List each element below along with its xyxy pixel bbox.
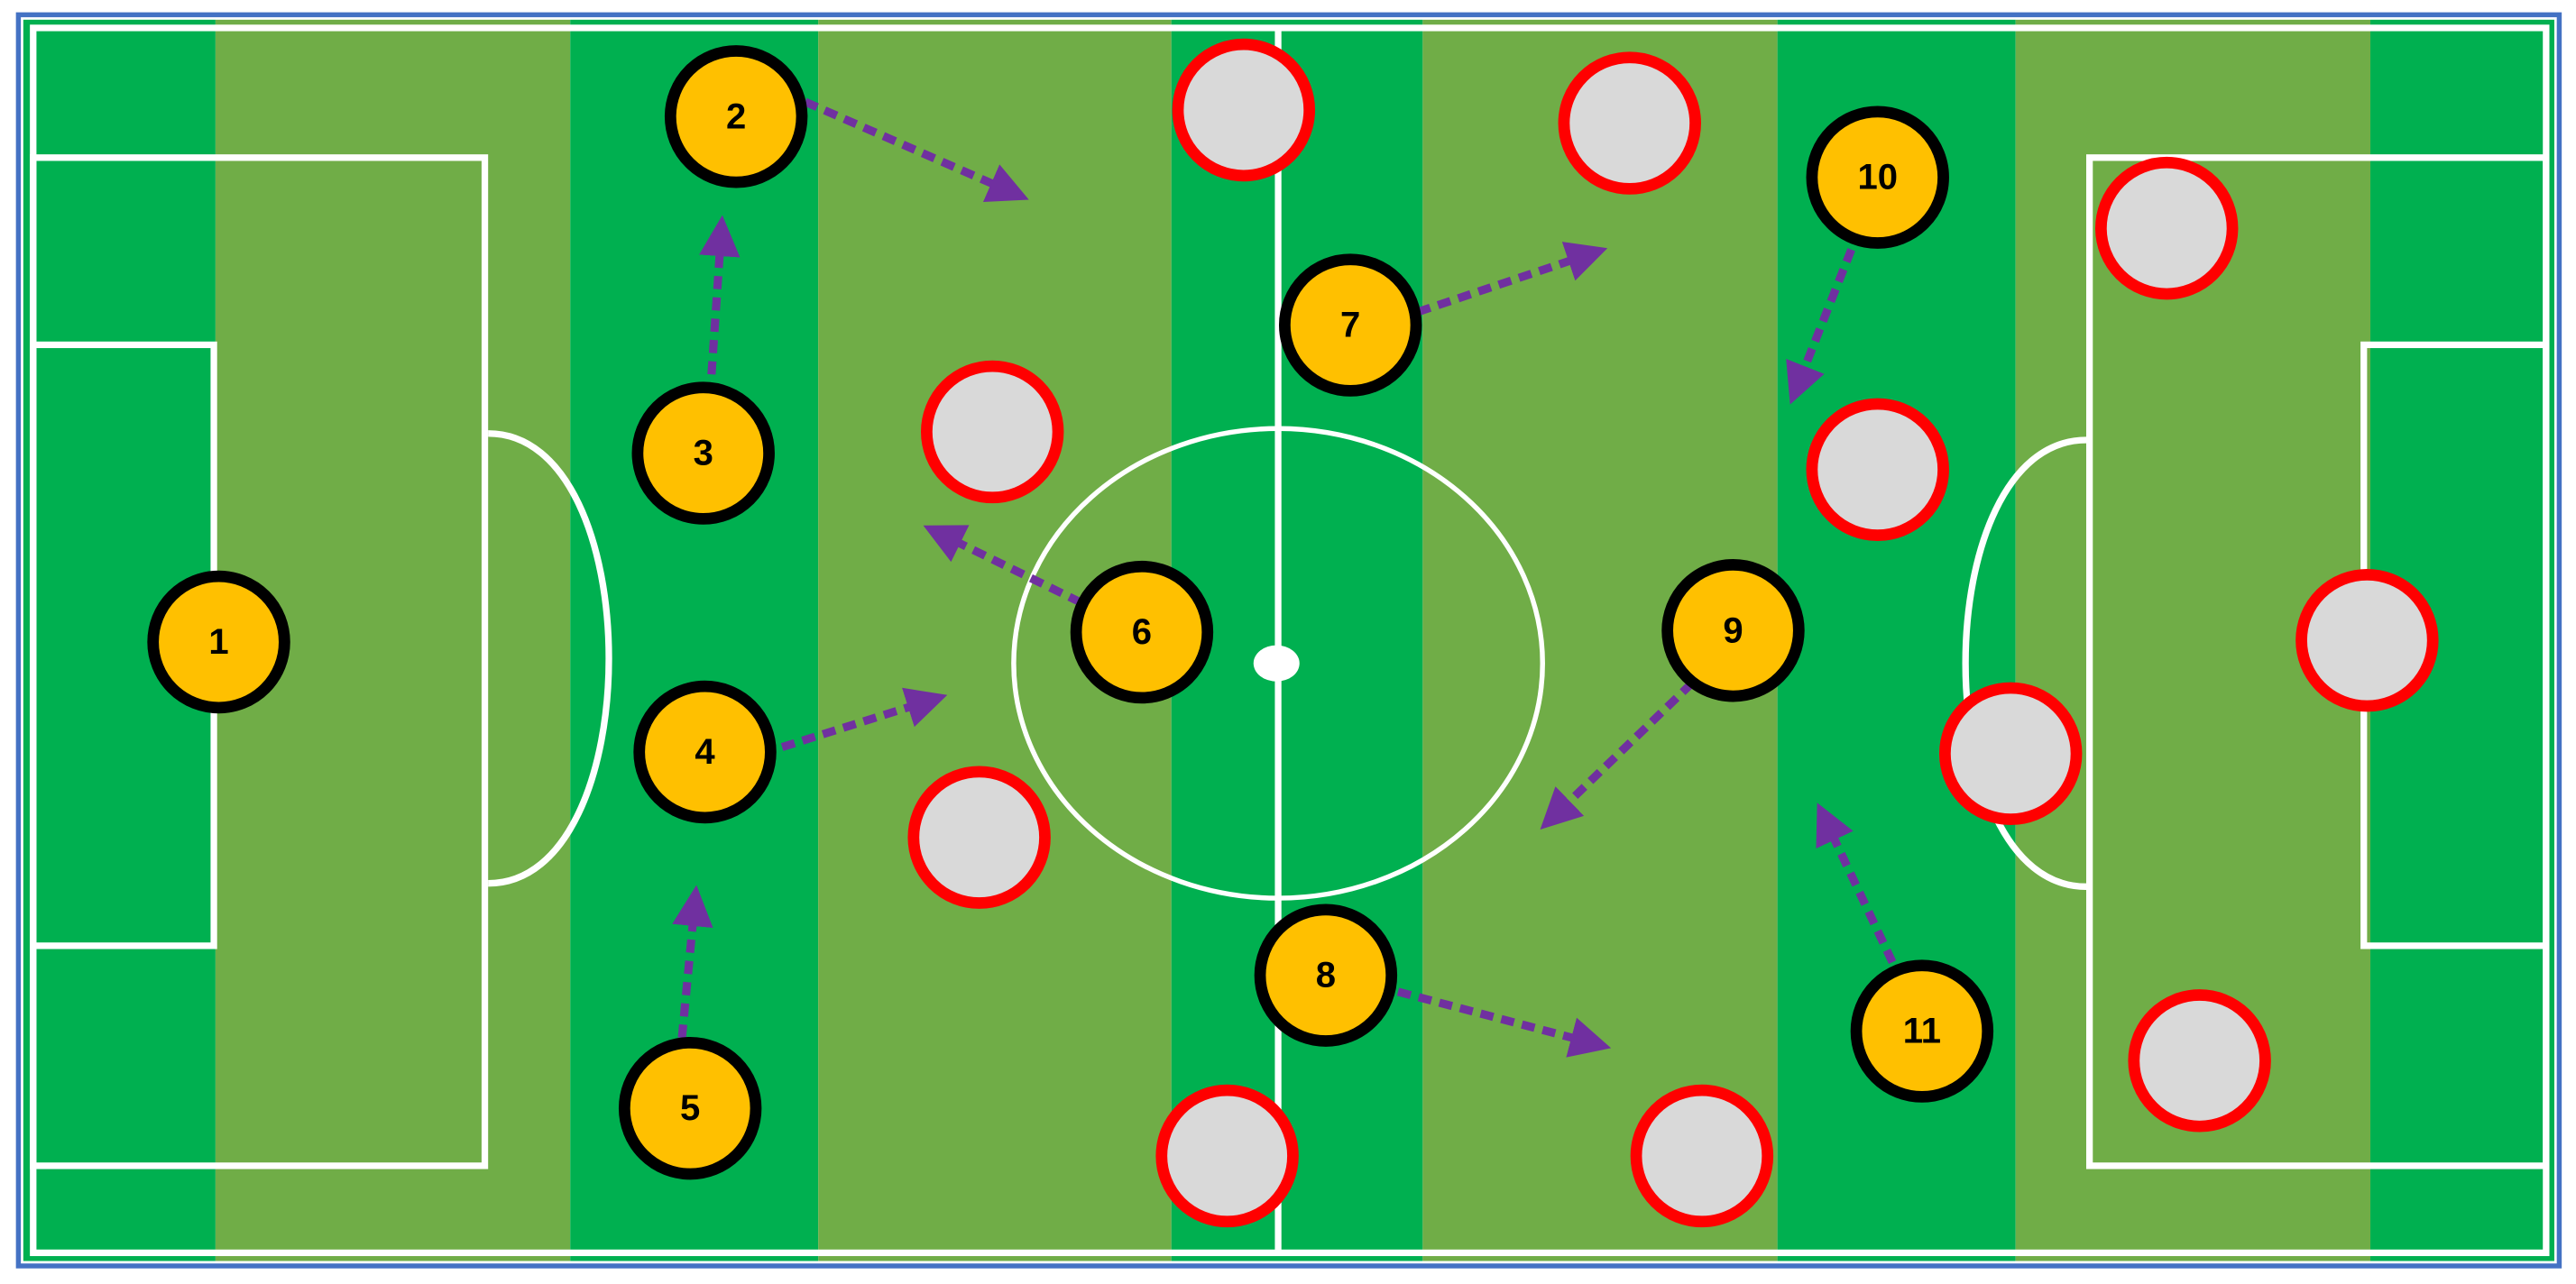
opponent-team <box>907 38 2439 1228</box>
player-circle <box>1254 903 1398 1047</box>
player-circle <box>1850 959 1994 1103</box>
player-number: 5 <box>680 1088 700 1128</box>
player-circle <box>147 570 290 714</box>
player-circle <box>633 680 777 824</box>
player-marker: 2 <box>664 45 808 188</box>
player-marker: 11 <box>1850 959 1994 1103</box>
player-marker: 5 <box>618 1036 762 1180</box>
player-number: 11 <box>1903 1012 1941 1051</box>
player-number: 7 <box>1340 306 1360 345</box>
movement-arrow <box>923 525 1083 607</box>
movement-arrow <box>1816 802 1897 965</box>
player-circle <box>1070 560 1214 704</box>
opponent-marker <box>2095 156 2239 300</box>
player-number: 9 <box>1723 610 1743 650</box>
player-number: 1 <box>208 622 228 662</box>
player-number: 8 <box>1316 956 1336 995</box>
center-spot <box>1253 645 1300 682</box>
opponent-marker <box>2128 989 2271 1133</box>
movement-arrow <box>1416 242 1608 316</box>
player-marker: 6 <box>1070 560 1214 704</box>
opponent-marker <box>2295 568 2439 712</box>
opponent-marker <box>1155 1084 1299 1228</box>
opponent-marker <box>1558 51 1701 195</box>
movement-arrow <box>1540 680 1696 830</box>
movement-arrow <box>780 687 948 751</box>
movement-arrow <box>1786 248 1855 405</box>
stripe-dark <box>1171 19 1423 1261</box>
player-number: 2 <box>726 96 746 136</box>
player-marker: 1 <box>147 570 290 714</box>
player-marker: 10 <box>1806 105 1949 249</box>
left-penalty-arc <box>488 430 612 887</box>
opponent-marker <box>907 766 1051 909</box>
opponent-marker <box>1939 682 2083 826</box>
opponent-marker <box>1630 1084 1774 1228</box>
movement-arrows <box>672 97 1897 1058</box>
movement-arrow <box>803 97 1029 203</box>
player-number: 6 <box>1132 612 1152 652</box>
player-circle <box>1806 105 1949 249</box>
player-circle <box>631 381 775 525</box>
player-circle <box>664 45 808 188</box>
player-marker: 9 <box>1661 559 1805 702</box>
player-marker: 7 <box>1278 253 1422 397</box>
player-marker: 8 <box>1254 903 1398 1047</box>
player-marker: 3 <box>631 381 775 525</box>
team-players: 1 2 3 4 5 6 7 8 9 10 11 <box>147 45 1994 1180</box>
player-circle <box>1661 559 1805 702</box>
center-circle <box>1011 426 1545 901</box>
player-number: 10 <box>1857 158 1898 197</box>
opponent-marker <box>1806 398 1949 542</box>
movement-arrow <box>1396 987 1612 1058</box>
player-number: 3 <box>694 434 713 473</box>
pitch-markings <box>30 24 2550 1257</box>
player-marker: 4 <box>633 680 777 824</box>
player-circle <box>618 1036 762 1180</box>
opponent-marker <box>1172 38 1316 182</box>
player-circle <box>1278 253 1422 397</box>
right-penalty-arc <box>1962 436 2087 890</box>
movement-arrow <box>672 885 713 1039</box>
opponent-marker <box>921 360 1064 504</box>
player-number: 4 <box>695 732 715 772</box>
movement-arrow <box>699 215 741 375</box>
